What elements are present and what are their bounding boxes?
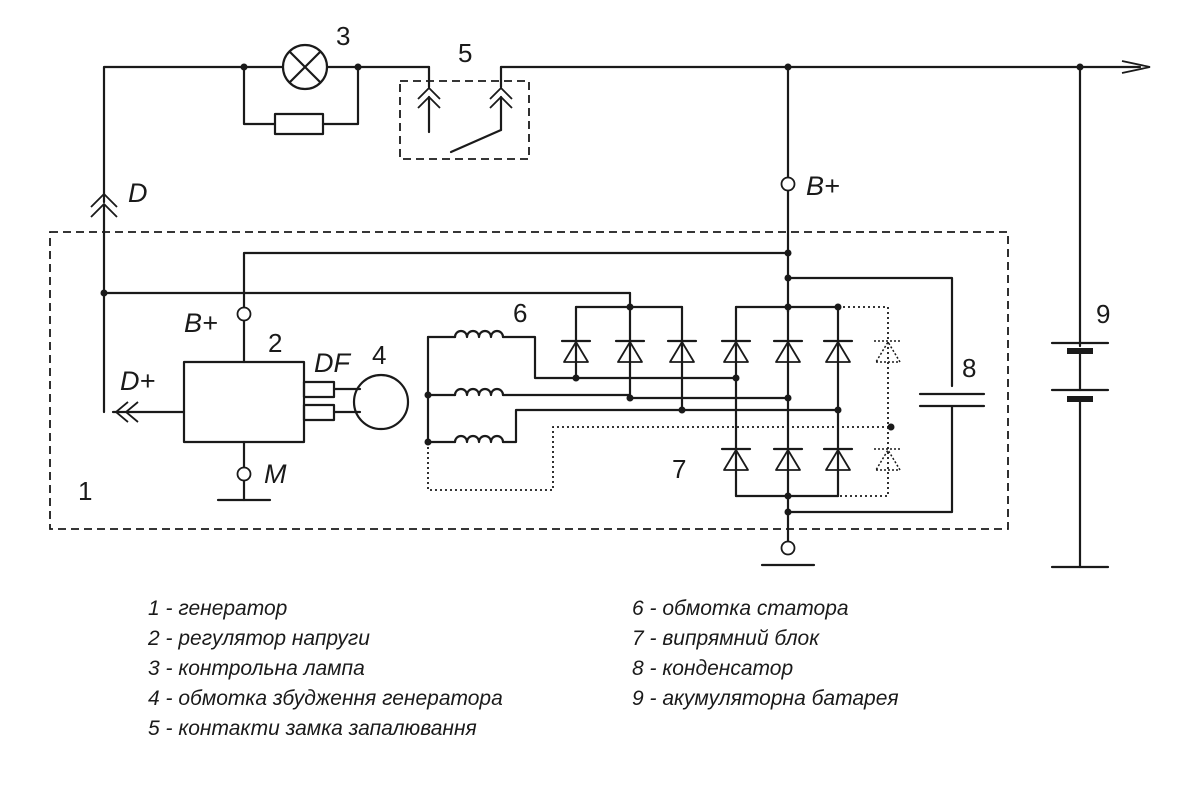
capacitor	[918, 392, 986, 408]
label-9: 9	[1096, 299, 1110, 329]
label-1: 1	[78, 476, 92, 506]
battery-branch	[1050, 65, 1110, 569]
label-d-plus: D+	[120, 366, 155, 396]
stator-windings	[426, 329, 891, 491]
label-b-plus-main: B+	[806, 171, 840, 201]
control-lamp	[281, 43, 329, 91]
legend-item-2: 2 - регулятор напруги	[147, 627, 370, 650]
label-3: 3	[336, 21, 350, 51]
label-8: 8	[962, 353, 976, 383]
top-wiring	[102, 60, 1151, 204]
label-2: 2	[268, 328, 282, 358]
m-terminal	[236, 466, 252, 482]
label-df: DF	[314, 348, 351, 378]
label-4: 4	[372, 340, 386, 370]
label-7: 7	[672, 454, 686, 484]
legend-item-5: 5 - контакти замка запалювання	[148, 717, 477, 740]
d-plus-connector	[111, 401, 186, 423]
legend-item-8: 8 - конденсатор	[632, 657, 793, 680]
internal-wiring	[102, 251, 954, 514]
voltage-regulator	[182, 318, 362, 502]
label-m: M	[264, 459, 287, 489]
ground-terminal	[780, 540, 796, 556]
b-plus-terminal-main	[780, 176, 796, 192]
diode-row-lower	[720, 447, 902, 471]
label-5: 5	[458, 38, 472, 68]
diode-row-upper	[560, 339, 902, 363]
d-connector	[90, 192, 118, 414]
lamp-resistor	[273, 112, 325, 136]
legend-item-6: 6 - обмотка статора	[632, 597, 849, 620]
legend-item-9: 9 - акумуляторна батарея	[632, 687, 899, 710]
b-plus-terminal-regulator	[236, 306, 252, 322]
legend-item-4: 4 - обмотка збудження генератора	[148, 687, 503, 710]
label-6: 6	[513, 298, 527, 328]
excitation-winding	[352, 373, 410, 431]
battery	[1050, 341, 1110, 402]
junction-nodes	[100, 63, 1084, 516]
ignition-switch-box	[399, 80, 530, 160]
legend-right: 6 - обмотка статора 7 - випрямний блок 8…	[632, 597, 899, 710]
rectifier-buses	[574, 291, 889, 567]
legend-item-3: 3 - контрольна лампа	[148, 657, 365, 680]
legend-item-7: 7 - випрямний блок	[632, 627, 820, 650]
legend-left: 1 - генератор 2 - регулятор напруги 3 - …	[147, 597, 503, 740]
label-b-plus-reg: B+	[184, 308, 218, 338]
ignition-contacts	[417, 86, 513, 154]
legend-item-1: 1 - генератор	[148, 597, 287, 620]
label-d: D	[128, 178, 148, 208]
generator-enclosure	[49, 231, 1009, 530]
